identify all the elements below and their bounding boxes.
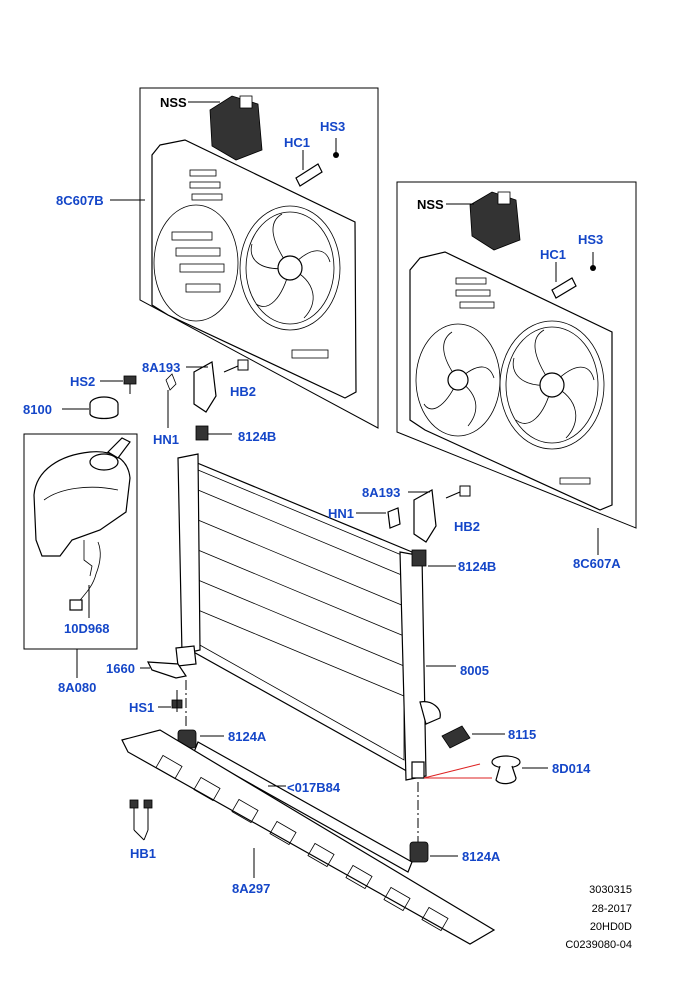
callout-8100: 8100 (23, 402, 52, 417)
bolt-hb2-mid (445, 485, 471, 499)
callout-8115: 8115 (508, 727, 536, 742)
fan-assembly-a-box (396, 181, 637, 529)
clip-hc1-b (295, 163, 323, 187)
fan-hub-a-left (447, 369, 469, 391)
callout-hn1-top: HN1 (153, 432, 179, 447)
radiator-8005: 8005 (175, 453, 489, 781)
seal-strip-017b84: <017B84 (193, 741, 413, 873)
callout-hb2-top: HB2 (230, 384, 256, 399)
callout-hs3-a: HS3 (578, 232, 603, 247)
fan-assembly-b-box (139, 87, 379, 429)
radiator-left-tank (177, 453, 201, 655)
nss-module-a (469, 191, 521, 251)
sensor-8115: 8115 (441, 725, 536, 749)
nss-module-b (209, 95, 263, 161)
fan-assembly-8c607a: NSS HC1 HS3 8C607A (396, 181, 637, 571)
callout-8d014: 8D014 (552, 761, 591, 776)
callout-hb1: HB1 (130, 846, 156, 861)
tank-level-sensor-probe (83, 540, 93, 577)
drain-plug-8d014: 8D014 (423, 755, 591, 785)
nut-hn1-top (165, 373, 177, 391)
bracket-1660 (146, 661, 187, 679)
bracket-upper-group: 8A193 HB2 HN1 8124B (142, 359, 276, 447)
screw-hs3-a (590, 252, 596, 271)
callout-hc1-b: HC1 (284, 135, 310, 150)
callout-nss-b: NSS (160, 95, 187, 110)
fan-assembly-8c607b: NSS HC1 HS3 8C607B (56, 87, 379, 429)
shroud-grille-b (171, 169, 329, 359)
tank-sensor-wire (75, 541, 101, 607)
callout-8a297: 8A297 (232, 881, 270, 896)
bracket-mid-group: 8A193 HN1 HB2 8124B (328, 485, 496, 574)
screw-hs3-b (333, 138, 339, 158)
mount-8124b-mid (411, 549, 427, 567)
fan-shroud-a (409, 251, 613, 511)
fan-opening-b-left (153, 204, 239, 322)
bracket-1660-group: 1660 HS1 (106, 661, 187, 715)
screw-hs2: HS2 (70, 374, 137, 394)
callout-017b84: <017B84 (287, 780, 341, 795)
callout-hs3-b: HS3 (320, 119, 345, 134)
bolts-hb1: HB1 (129, 799, 156, 861)
callout-nss-a: NSS (417, 197, 444, 212)
expansion-tank-cap: 8100 (23, 396, 119, 420)
callout-8a080: 8A080 (58, 680, 96, 695)
radiator-core (189, 459, 413, 776)
lower-support-plate (121, 729, 496, 945)
bracket-8a193-top (193, 361, 217, 413)
radiator-left-foot (175, 645, 197, 667)
callout-8124b-mid: 8124B (458, 559, 496, 574)
fan-ring-a-right (499, 320, 605, 450)
mount-8124b-top (195, 425, 209, 441)
expansion-tank (33, 451, 131, 557)
callout-8124a-bottom: 8124A (462, 849, 501, 864)
radiator-drain (411, 761, 425, 779)
callout-hs1: HS1 (129, 700, 154, 715)
radiator-fins (197, 489, 405, 697)
callout-hn1-mid: HN1 (328, 506, 354, 521)
fan-shroud-b (151, 139, 357, 399)
reference-code-2: 28-2017 (592, 903, 632, 915)
fan-hub-b (277, 255, 303, 281)
callout-10d968: 10D968 (64, 621, 110, 636)
radiator-outlet (419, 701, 441, 725)
tank-hose-outlet (107, 437, 131, 459)
reference-code-1: 3030315 (589, 884, 632, 896)
reference-code-3: 20HD0D (590, 921, 632, 933)
callout-hb2-mid: HB2 (454, 519, 480, 534)
callout-8124a-top: 8124A (228, 729, 267, 744)
callout-8c607b: 8C607B (56, 193, 104, 208)
reference-block: 3030315 28-2017 20HD0D C0239080-04 (565, 884, 632, 951)
callout-8005: 8005 (460, 663, 489, 678)
callout-hs2: HS2 (70, 374, 95, 389)
nut-hn1-mid (387, 507, 401, 529)
callout-1660: 1660 (106, 661, 135, 676)
tank-filler-neck (89, 453, 119, 471)
mount-8124a-bottom: 8124A (409, 841, 501, 864)
callout-8c607a: 8C607A (573, 556, 621, 571)
tank-sensor-connector (69, 599, 83, 611)
fan-hub-a-right (539, 372, 565, 398)
shroud-grille-a (455, 277, 591, 485)
lower-support-pockets (155, 754, 449, 932)
clip-hc1-a (551, 277, 577, 299)
callout-8a193-top: 8A193 (142, 360, 180, 375)
lower-support-8a297: 8A297 (121, 729, 496, 945)
expansion-tank-group: 10D968 8A080 (23, 433, 138, 695)
mount-8124a-top: 8124A (177, 729, 267, 749)
bolt-hb2-top (223, 359, 249, 373)
callout-hc1-a: HC1 (540, 247, 566, 262)
bracket-8a193-mid (413, 489, 437, 543)
expansion-tank-box (23, 433, 138, 650)
reference-code-4: C0239080-04 (565, 939, 632, 951)
callout-8124b-top: 8124B (238, 429, 276, 444)
callout-8a193-mid: 8A193 (362, 485, 400, 500)
bolt-hs1 (171, 690, 183, 712)
fan-ring-b (239, 205, 341, 331)
